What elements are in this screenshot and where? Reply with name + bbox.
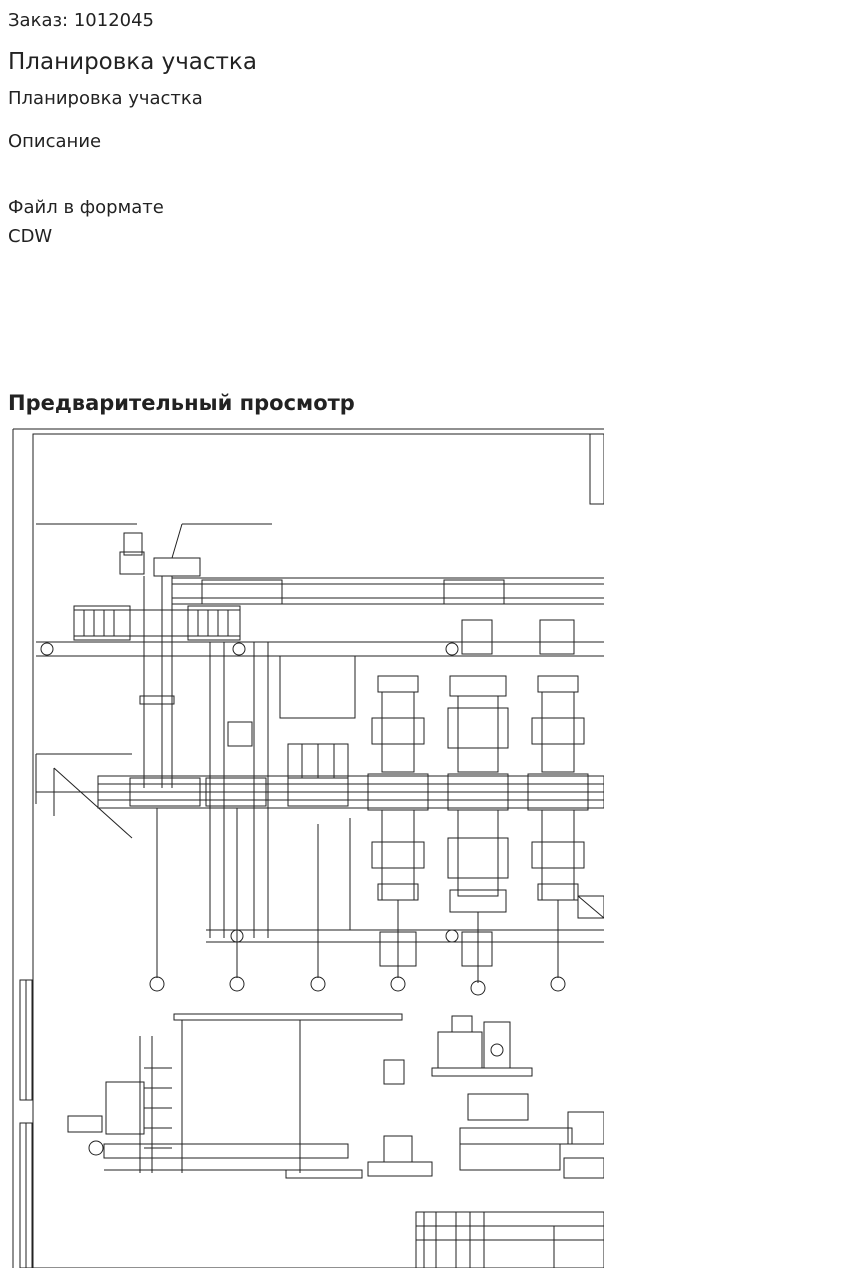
order-number: 1012045 bbox=[73, 10, 155, 31]
description-label: Описание bbox=[8, 131, 102, 152]
page-title: Планировка участка bbox=[8, 49, 257, 75]
cad-drawing-icon bbox=[12, 428, 604, 1268]
preview-heading: Предварительный просмотр bbox=[8, 391, 355, 415]
file-format-text: Файл в формате CDW bbox=[8, 197, 164, 247]
order-label: Заказ: bbox=[8, 10, 69, 31]
order-number-line: Заказ: 1012045 bbox=[8, 10, 154, 31]
drawing-preview[interactable] bbox=[12, 428, 604, 1268]
page-subtitle: Планировка участка bbox=[8, 88, 203, 109]
